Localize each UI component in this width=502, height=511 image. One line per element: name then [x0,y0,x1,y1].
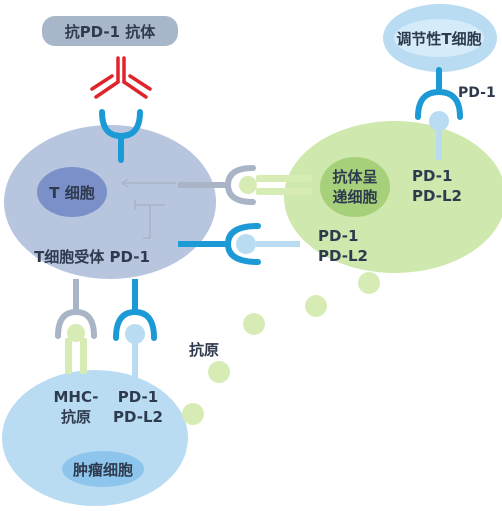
tcell-apc-upper-receptor [178,165,312,205]
antigen-label: 抗原 [189,341,219,359]
anti-pd1-antibody: 抗PD-1 抗体 [42,16,178,99]
tcell-nucleus [37,167,107,217]
apc-lower-pd1-label: PD-1 [318,227,358,245]
antigen-presenting-cell: 抗体呈 递细胞 [284,121,502,273]
tumor-nucleus [62,451,144,487]
mhc-label-line1: MHC- [53,388,98,406]
apc-label-line2: 递细胞 [332,188,377,206]
upper-ligand-rod-2 [256,188,312,195]
apc-upper-pd1-label: PD-1 [412,167,452,185]
tcell-body [4,125,216,279]
apc-upper-pdl2-label: PD-L2 [412,187,462,205]
antibody-label: 抗PD-1 抗体 [65,23,157,41]
mhc-antigen-ball [67,324,85,342]
tcell-top-pd1-receptor [99,109,143,163]
mhc-label-line2: 抗原 [61,408,91,426]
tumor-cell: 肿瘤细胞 [2,370,188,506]
apc-nucleus [320,157,390,217]
signal-arrows [120,178,176,239]
tcell-label: T 细胞 [49,184,94,202]
treg-pd1-receptor: PD-1 [415,67,496,160]
tumor-ligand-ball [125,324,145,344]
upper-ligand-ball [239,176,257,194]
apc-label-line1: 抗体呈 [332,168,377,186]
antigen-dots [182,272,380,425]
antibody-label-box [42,16,178,46]
regulatory-t-cell: 调节性T细胞 [383,4,497,72]
tcell-apc-lower-receptor [178,223,300,265]
tcell-tumor-mhc-receptor [55,279,97,374]
treg-label: 调节性T细胞 [396,30,481,48]
upper-ligand-rod-1 [256,175,312,182]
antibody-icon [90,56,152,99]
mhc-rod-1 [65,338,72,374]
apc-lower-pdl2-label: PD-L2 [318,247,368,265]
tcell-tumor-pd1-receptor [113,279,157,380]
lower-ligand-ball [236,234,256,254]
treg-nucleus [394,19,484,57]
apc-body [284,121,502,273]
treg-receptor-label: PD-1 [458,85,496,101]
treg-ligand-ball [429,111,449,131]
t-cell: T 细胞 T细胞受体 PD-1 [4,125,216,279]
tumor-pdl2-label: PD-L2 [113,408,163,426]
tcell-receptor-label: T细胞受体 PD-1 [34,248,150,266]
tumor-label: 肿瘤细胞 [73,461,133,479]
mhc-rod-2 [80,338,87,374]
tumor-pd1-label: PD-1 [118,388,158,406]
